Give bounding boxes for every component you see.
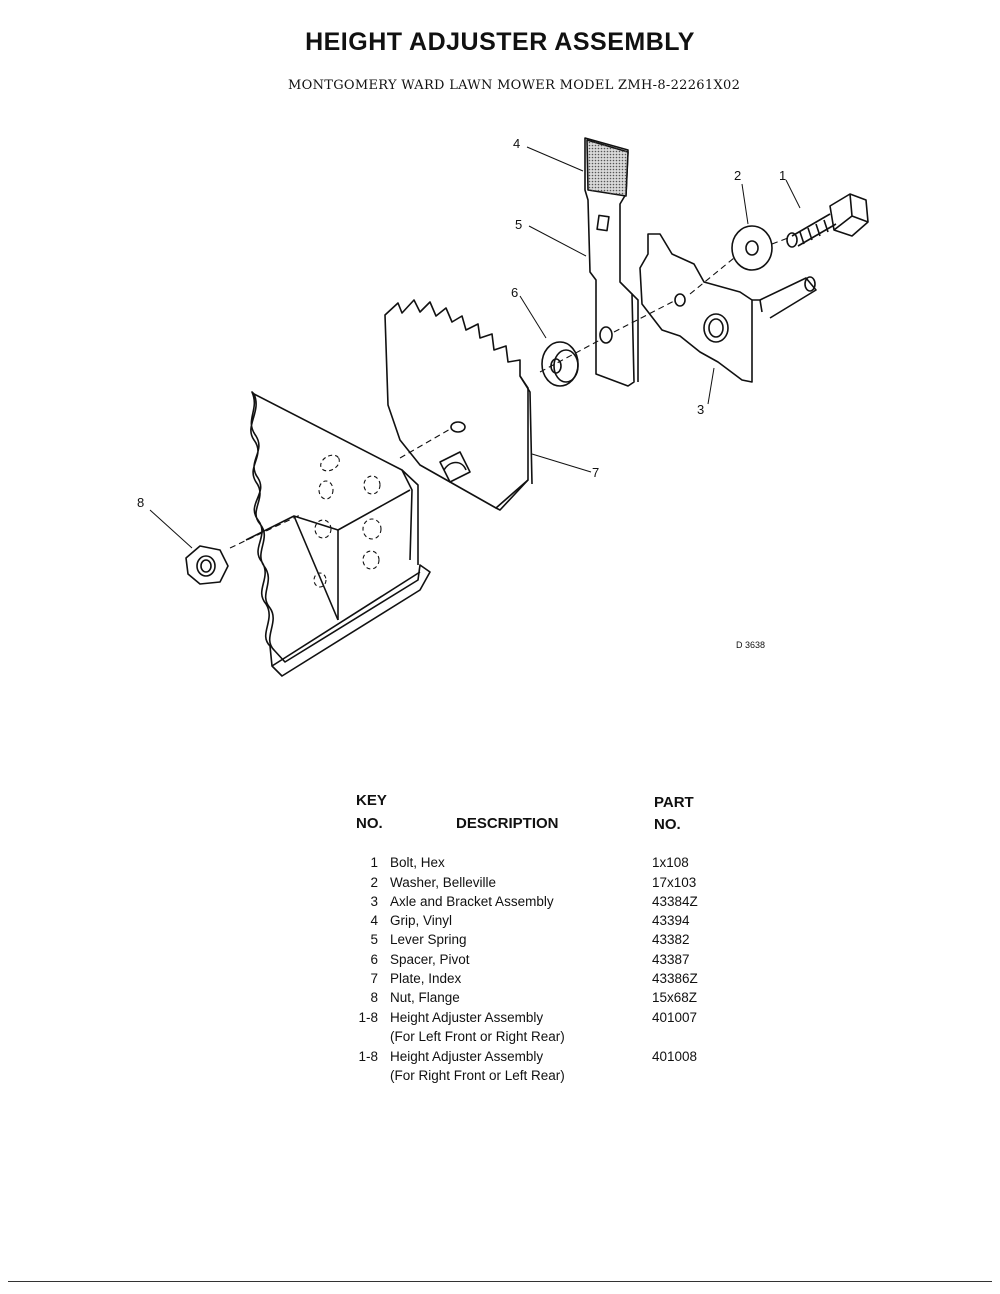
hex-bolt: [786, 193, 869, 248]
callout-2: 2: [734, 168, 741, 183]
description: Washer, Belleville: [390, 875, 497, 890]
model-subtitle: MONTGOMERY WARD LAWN MOWER MODEL ZMH-8-2…: [288, 78, 741, 93]
part-no: 43394: [652, 913, 690, 928]
callout-6: 6: [511, 285, 518, 300]
index-plate: [384, 299, 533, 511]
description: Height Adjuster Assembly: [390, 1010, 544, 1025]
callout-3: 3: [697, 402, 704, 417]
key-no: 1-8: [358, 1010, 378, 1025]
table-row-continuation: (For Right Front or Left Rear): [352, 1068, 732, 1088]
key-no: 1-8: [358, 1049, 378, 1064]
table-row: 7 Plate, Index 43386Z: [352, 971, 732, 991]
key-no: 2: [370, 875, 378, 890]
table-row: 6 Spacer, Pivot 43387: [352, 952, 732, 972]
key-no: 7: [370, 971, 378, 986]
description-note: (For Left Front or Right Rear): [390, 1029, 565, 1044]
table-row: 8 Nut, Flange 15x68Z: [352, 990, 732, 1010]
key-no: 3: [370, 894, 378, 909]
key-no: 6: [370, 952, 378, 967]
header-part-line1: PART: [654, 794, 694, 811]
deck-housing: [245, 391, 431, 677]
axle-bracket: [639, 233, 817, 383]
table-row: 1-8 Height Adjuster Assembly 401008: [352, 1049, 732, 1069]
flange-nut: [185, 545, 229, 585]
key-no: 4: [370, 913, 378, 928]
table-row: 1-8 Height Adjuster Assembly 401007: [352, 1010, 732, 1030]
callout-7: 7: [592, 465, 599, 480]
description: Grip, Vinyl: [390, 913, 453, 928]
description-note: (For Right Front or Left Rear): [390, 1068, 565, 1083]
callout-8: 8: [137, 495, 144, 510]
vinyl-grip: [586, 139, 629, 197]
description: Spacer, Pivot: [390, 952, 470, 967]
table-row: 4 Grip, Vinyl 43394: [352, 913, 732, 933]
part-no: 15x68Z: [652, 990, 698, 1005]
description: Axle and Bracket Assembly: [390, 894, 554, 909]
description: Bolt, Hex: [390, 855, 445, 870]
part-no: 43386Z: [652, 971, 698, 986]
table-row: 2 Washer, Belleville 17x103: [352, 875, 732, 895]
key-no: 5: [370, 932, 378, 947]
exploded-parts-diagram: 1 2 3 4 5 6 7 8: [137, 136, 869, 677]
header-description: DESCRIPTION: [456, 815, 559, 832]
part-no: 43387: [652, 952, 690, 967]
assembly-axis-lines: [229, 237, 789, 549]
header-part-line2: NO.: [654, 816, 681, 833]
callout-4: 4: [513, 136, 520, 151]
table-row-continuation: (For Left Front or Right Rear): [352, 1029, 732, 1049]
footer-rule: [8, 1281, 992, 1282]
part-no: 43384Z: [652, 894, 698, 909]
description: Nut, Flange: [390, 990, 460, 1005]
part-no: 1x108: [652, 855, 689, 870]
table-row: 5 Lever Spring 43382: [352, 932, 732, 952]
header-key-line1: KEY: [356, 792, 387, 809]
belleville-washer: [731, 225, 773, 271]
part-no: 17x103: [652, 875, 697, 890]
callout-5: 5: [515, 217, 522, 232]
table-row: 1 Bolt, Hex 1x108: [352, 855, 732, 875]
description: Height Adjuster Assembly: [390, 1049, 544, 1064]
description: Lever Spring: [390, 932, 467, 947]
page-title: HEIGHT ADJUSTER ASSEMBLY: [305, 28, 695, 56]
table-row: 3 Axle and Bracket Assembly 43384Z: [352, 894, 732, 914]
pivot-spacer: [541, 341, 579, 387]
key-no: 1: [370, 855, 378, 870]
description: Plate, Index: [390, 971, 462, 986]
drawing-code: D 3638: [736, 640, 766, 650]
leader-lines: [149, 146, 801, 549]
key-no: 8: [370, 990, 378, 1005]
callout-1: 1: [779, 168, 786, 183]
part-no: 401007: [652, 1010, 698, 1025]
part-no: 401008: [652, 1049, 698, 1064]
part-no: 43382: [652, 932, 690, 947]
header-key-line2: NO.: [356, 815, 383, 832]
